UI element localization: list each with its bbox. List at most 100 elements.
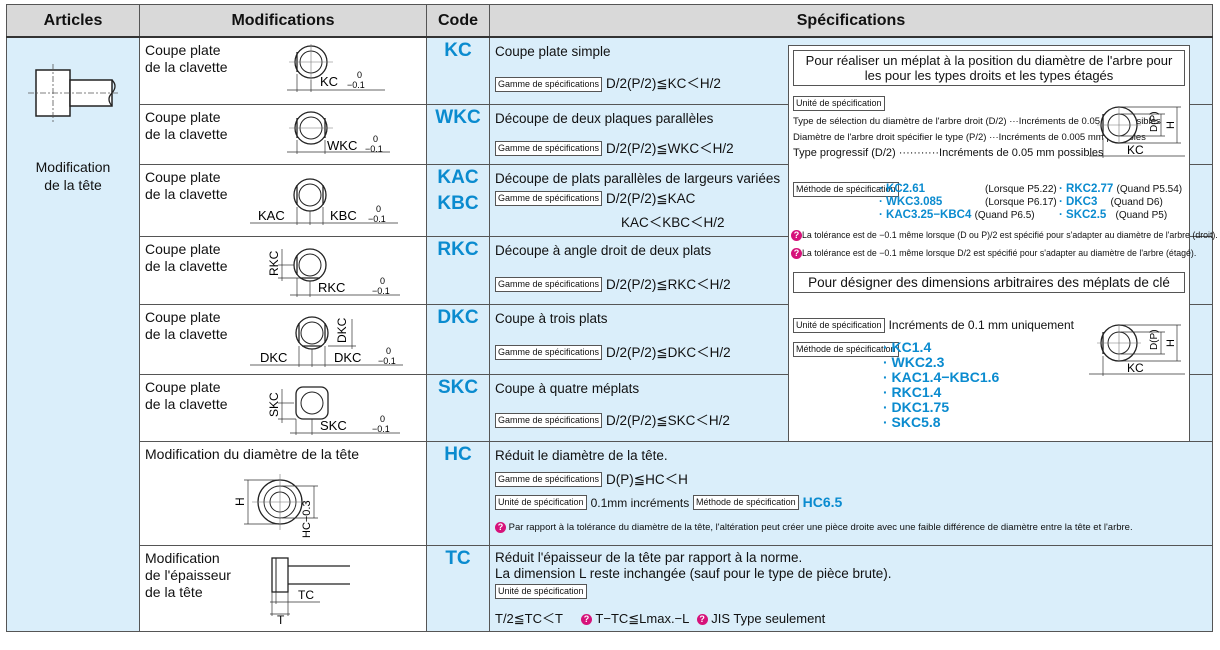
- table-row: Modification de l'épaisseur de la tête T…: [7, 544, 1213, 632]
- unit-line-3: Type progressif (D/2) ···········Incréme…: [793, 147, 1104, 159]
- unit-tag: Unité de spécification: [793, 96, 889, 111]
- svg-text:D(P): D(P): [1149, 111, 1160, 132]
- unit-line-1: Type de sélection du diamètre de l'arbre…: [793, 116, 1161, 127]
- unit-line: Unité de spécification: [495, 584, 591, 600]
- dim-label: KC: [320, 74, 338, 89]
- mod-cell: Coupe plate de la clavette SKC SKC 0 −0.…: [139, 373, 427, 442]
- head-sketch-icon: [28, 64, 120, 122]
- mod-cell: Coupe plate de la clavette RKC RKC 0 −0.…: [139, 235, 427, 305]
- panel-title-2: Pour désigner des dimensions arbitraires…: [793, 272, 1185, 293]
- mod-cell: Coupe plate de la clavette KAC KBC 0 −0.…: [139, 163, 427, 237]
- code-rkc: RKC: [426, 235, 490, 305]
- spec-desc: Découpe de plats parallèles de largeurs …: [495, 170, 781, 186]
- warning-icon: ?: [791, 248, 802, 260]
- flat-cut-sketch-icon: KC 0 −0.1: [287, 44, 385, 92]
- code-skc: SKC: [426, 373, 490, 442]
- three-flat-sketch-icon: DKC DKC DKC 0 −0.1: [250, 315, 403, 367]
- svg-text:0: 0: [357, 70, 362, 80]
- two-flat-sketch-icon: WKC 0 −0.1: [287, 110, 390, 154]
- note-1: ?La tolérance est de −0.1 même lorsque (…: [791, 230, 1218, 242]
- code-hc: HC: [426, 440, 490, 546]
- range-line-2: KAC＜KBC＜H/2: [621, 214, 725, 230]
- mod-cell: Modification de l'épaisseur de la tête T…: [139, 544, 427, 632]
- mod-label: Modification de l'épaisseur de la tête: [145, 549, 231, 600]
- svg-text:DKC: DKC: [335, 317, 349, 343]
- mod-label: Modification du diamètre de la tête: [145, 445, 360, 462]
- spec-info-panel: Pour réaliser un méplat à la position du…: [788, 45, 1218, 442]
- svg-text:T: T: [277, 613, 285, 624]
- svg-text:−0.1: −0.1: [372, 424, 390, 434]
- spec-desc: Découpe de deux plaques parallèles: [495, 110, 714, 126]
- svg-text:DKC: DKC: [334, 350, 361, 365]
- svg-text:KC: KC: [1127, 361, 1144, 375]
- mod-label: Coupe plate de la clavette: [145, 42, 228, 75]
- code-dkc: DKC: [426, 303, 490, 375]
- code-kac-kbc: KAC KBC: [426, 163, 490, 237]
- svg-text:HC−0.3: HC−0.3: [301, 500, 313, 538]
- spec-desc: Coupe plate simple: [495, 44, 611, 59]
- warning-icon: ?: [581, 613, 593, 625]
- mod-label: Coupe plate de la clavette: [145, 108, 228, 142]
- right-angle-sketch-icon: RKC RKC 0 −0.1: [267, 247, 400, 297]
- svg-text:0: 0: [373, 134, 378, 144]
- svg-text:WKC: WKC: [327, 138, 357, 153]
- method-tag-2: Méthode de spécification: [793, 342, 903, 357]
- shaft-dim-sketch-icon: D(P) H KC: [1089, 106, 1185, 158]
- header-modifications: Modifications: [139, 4, 427, 38]
- mod-label: Coupe plate de la clavette: [145, 168, 228, 202]
- varied-flat-sketch-icon: KAC KBC 0 −0.1: [250, 177, 398, 225]
- svg-text:RKC: RKC: [318, 280, 345, 295]
- unit-line-2: Diamètre de l'arbre droit spécifier le t…: [793, 132, 1146, 143]
- code-kc: KC: [426, 36, 490, 105]
- spec-desc: Réduit l'épaisseur de la tête par rappor…: [495, 549, 803, 565]
- mod-cell: Coupe plate de la clavette WKC 0 −0.1: [139, 103, 427, 165]
- svg-text:SKC: SKC: [320, 418, 347, 433]
- shaft-dim-sketch-2-icon: D(P) H KC: [1089, 324, 1185, 376]
- warning-icon: ?: [696, 613, 708, 625]
- mod-cell: Coupe plate de la clavette DKC DKC DKC 0…: [139, 303, 427, 375]
- panel-title-1: Pour réaliser un méplat à la position du…: [793, 50, 1185, 86]
- head-diameter-sketch-icon: H HC−0.3: [233, 473, 318, 538]
- spec-desc-2: La dimension L reste inchangée (sauf pou…: [495, 565, 892, 581]
- svg-text:H: H: [1165, 121, 1177, 129]
- note-line: ? Par rapport à la tolérance du diamètre…: [495, 521, 1133, 533]
- header-code: Code: [426, 4, 490, 38]
- spec-cell: Réduit le diamètre de la tête. Gamme de …: [489, 440, 1213, 546]
- header-specifications: Spécifications: [489, 4, 1213, 38]
- svg-text:−0.1: −0.1: [372, 286, 390, 296]
- warning-icon: ?: [791, 230, 802, 242]
- formula-line: T/2≦TC＜T ? T−TC≦Lmax.−L ? JIS Type seule…: [495, 610, 826, 626]
- header-articles: Articles: [6, 4, 140, 38]
- spec-desc: Coupe à quatre méplats: [495, 380, 640, 396]
- svg-text:−0.1: −0.1: [347, 80, 365, 90]
- four-flat-sketch-icon: SKC SKC 0 −0.1: [267, 385, 400, 435]
- code-wkc: WKC: [426, 103, 490, 165]
- svg-text:H: H: [233, 497, 247, 506]
- mod-cell: Coupe plate de la clavette KC 0 −0.1: [139, 36, 427, 105]
- svg-text:−0.1: −0.1: [368, 214, 386, 224]
- svg-text:H: H: [1165, 339, 1177, 347]
- svg-text:0: 0: [376, 204, 381, 214]
- mod-label: Coupe plate de la clavette: [145, 240, 228, 274]
- method-tag: Méthode de spécification: [793, 182, 903, 197]
- article-label: Modification de la tête: [35, 159, 111, 193]
- svg-text:KBC: KBC: [330, 208, 357, 223]
- svg-text:−0.1: −0.1: [378, 356, 396, 366]
- spec-cell: Réduit l'épaisseur de la tête par rappor…: [489, 544, 1213, 632]
- note-2: ?La tolérance est de −0.1 même lorsque D…: [791, 248, 1196, 260]
- spec-desc: Coupe à trois plats: [495, 310, 608, 326]
- article-cell: Modification de la tête: [6, 36, 140, 632]
- table-row: Modification du diamètre de la tête H HC…: [7, 440, 1213, 546]
- svg-text:0: 0: [380, 276, 385, 286]
- svg-text:DKC: DKC: [260, 350, 287, 365]
- svg-text:KC: KC: [1127, 143, 1144, 157]
- svg-text:0: 0: [380, 414, 385, 424]
- spec-desc: Découpe à angle droit de deux plats: [495, 242, 712, 258]
- warning-icon: ?: [495, 521, 506, 533]
